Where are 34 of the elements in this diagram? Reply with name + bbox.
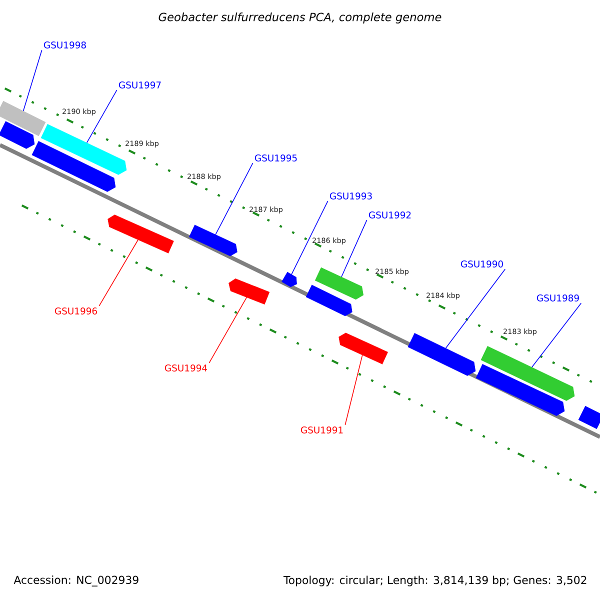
gene-block (408, 333, 476, 376)
leader-line (344, 354, 363, 426)
leader-line (208, 297, 248, 364)
gene-block (476, 364, 565, 416)
gene-label: GSU1992 (368, 212, 411, 218)
gene-block (282, 272, 297, 288)
gene-label: GSU1994 (164, 364, 208, 372)
leader-line (215, 162, 254, 235)
gene-block (188, 224, 238, 256)
gene-block (306, 284, 352, 316)
gene-label: GSU1998 (44, 42, 86, 48)
gene-label: GSU1991 (300, 426, 343, 434)
leader-line (291, 200, 328, 275)
gene-label: GSU1989 (536, 294, 579, 302)
gene-block (338, 332, 388, 364)
gene-label: GSU1995 (254, 154, 297, 162)
leader-line (531, 302, 582, 368)
gene-block (108, 214, 174, 254)
gene-label: GSU1993 (330, 192, 372, 200)
gene-label: GSU1997 (118, 82, 161, 88)
footer-text: Topology: circular; Length: 3,814,139 bp; Genes: 3,502 (283, 576, 586, 586)
footer-text: Accession: NC_002939 (14, 576, 138, 586)
leader-line (445, 268, 506, 349)
gene-block (480, 346, 575, 401)
leader-line (341, 220, 368, 278)
title: Geobacter sulfurreducens PCA, complete genome (158, 12, 442, 24)
gene-label: GSU1996 (54, 308, 97, 314)
leader-line (86, 90, 118, 144)
gene-label: GSU1990 (460, 260, 503, 268)
leader-line (22, 50, 42, 112)
gene-block (40, 124, 127, 175)
gene-block (32, 141, 116, 192)
gene-block (0, 121, 35, 149)
leader-line (98, 239, 138, 306)
